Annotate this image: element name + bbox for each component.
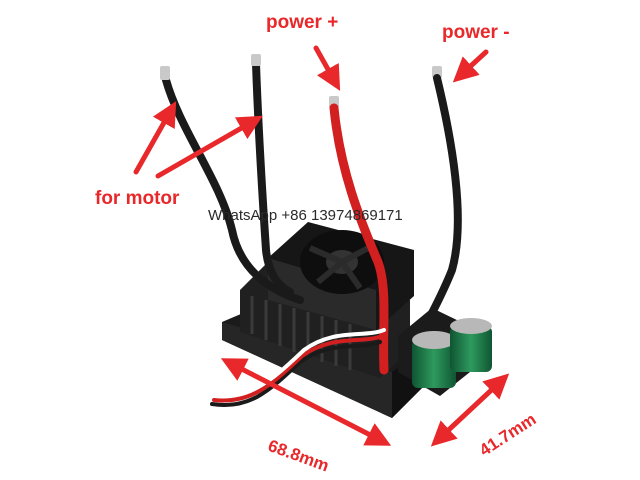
- annotation-arrows: [133, 45, 510, 447]
- cooling-fan: [268, 222, 414, 330]
- label-for-motor: for motor: [95, 188, 180, 209]
- label-power-negative: power -: [442, 22, 510, 43]
- watermark-text: WhatsApp +86 13974869171: [208, 207, 403, 224]
- power-negative-wire: [416, 74, 462, 340]
- wire-tips: [160, 54, 442, 108]
- motor-wires: [162, 60, 304, 304]
- label-power-positive: power +: [266, 12, 339, 33]
